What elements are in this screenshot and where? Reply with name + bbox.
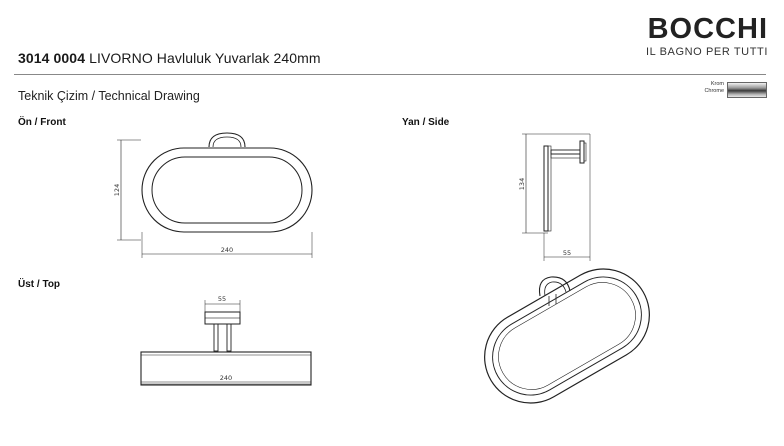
front-height-dim: 124 [113,184,121,196]
top-view-drawing [140,300,312,386]
drawing-subtitle: Teknik Çizim / Technical Drawing [18,89,200,103]
top-width-dim: 240 [220,374,232,382]
product-title: 3014 0004 LIVORNO Havluluk Yuvarlak 240m… [18,50,321,66]
front-view-drawing [117,132,313,258]
product-name: LIVORNO Havluluk Yuvarlak 240mm [89,50,321,66]
product-code: 3014 0004 [18,50,86,66]
top-depth-dim: 55 [218,295,226,303]
finish-label-en: Chrome [704,88,724,94]
chrome-swatch [727,82,767,98]
brand-logo: BOCCHI IL BAGNO PER TUTTI [645,13,768,59]
header-divider [14,74,766,75]
side-view-label: Yan / Side [402,117,450,128]
top-view-label: Üst / Top [18,279,61,290]
brand-tagline: IL BAGNO PER TUTTI [645,46,768,58]
perspective-view-drawing [484,268,650,404]
front-width-dim: 240 [221,246,233,254]
front-view-label: Ön / Front [18,117,66,128]
side-view-drawing [522,133,591,261]
brand-name: BOCCHI [647,13,768,45]
finish-label-tr: Krom [710,81,724,87]
side-depth-dim: 55 [563,249,571,257]
side-height-dim: 134 [518,178,526,190]
finish-legend: Krom Chrome [681,78,767,102]
